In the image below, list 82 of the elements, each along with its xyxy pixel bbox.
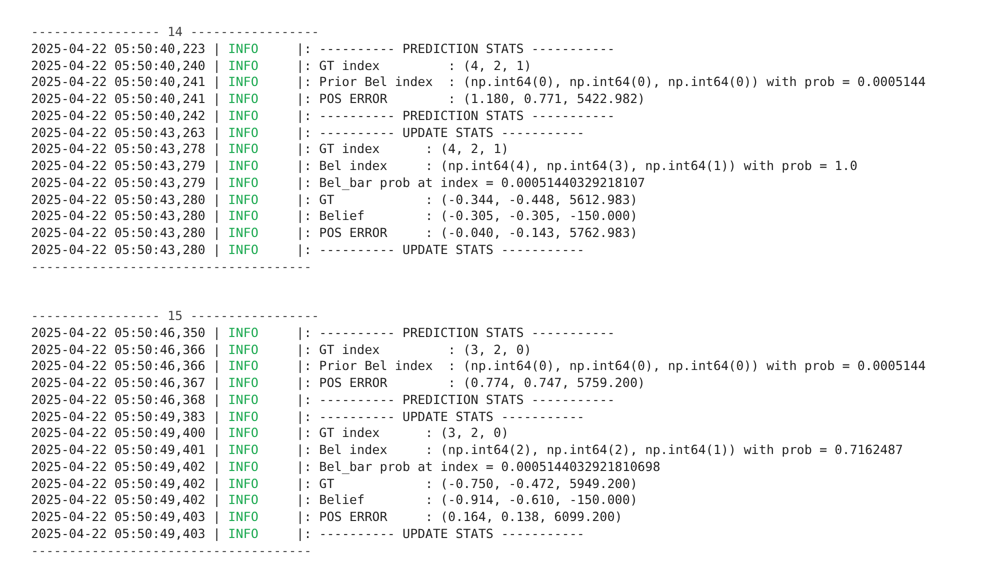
log-timestamp: 2025-04-22 05:50:49,402 |: [31, 458, 222, 476]
log-level: INFO: [228, 442, 260, 459]
log-level: INFO: [228, 458, 260, 476]
log-level: INFO: [228, 242, 260, 258]
section-heading: ----------------- 15 -----------------: [31, 308, 320, 325]
log-level: INFO: [228, 192, 260, 208]
log-timestamp: 2025-04-22 05:50:43,279 |: [31, 174, 222, 192]
log-level: INFO: [228, 509, 260, 526]
log-message: |: Bel index : (np.int64(4), np.int64(3), np.int64(1)) with prob = 1.0: [296, 158, 858, 175]
log-message: |: Bel_bar prob at index = 0.00051440329218107: [296, 174, 646, 192]
log-timestamp: 2025-04-22 05:50:40,223 |: [31, 40, 222, 58]
log-level: INFO: [228, 408, 260, 426]
section-heading: ----------------- 14 -----------------: [31, 24, 320, 41]
log-level: INFO: [228, 174, 260, 192]
log-message: |: POS ERROR : (0.774, 0.747, 5759.200): [296, 375, 646, 392]
log-level: INFO: [228, 225, 260, 242]
log-timestamp: 2025-04-22 05:50:43,278 |: [31, 141, 222, 158]
log-message: |: ---------- PREDICTION STATS -----------: [296, 392, 616, 408]
section-divider: -------------------------------------: [31, 258, 313, 276]
log-timestamp: 2025-04-22 05:50:49,403 |: [31, 526, 222, 542]
log-timestamp: 2025-04-22 05:50:40,242 |: [31, 108, 222, 124]
log-timestamp: 2025-04-22 05:50:49,402 |: [31, 492, 222, 509]
log-message: |: GT index : (4, 2, 1): [296, 141, 510, 158]
log-level: INFO: [228, 158, 260, 175]
log-timestamp: 2025-04-22 05:50:43,263 |: [31, 124, 222, 142]
log-timestamp: 2025-04-22 05:50:43,280 |: [31, 192, 222, 208]
log-level: INFO: [228, 124, 260, 142]
log-message: |: ---------- UPDATE STATS -----------: [296, 124, 586, 142]
log-timestamp: 2025-04-22 05:50:49,383 |: [31, 408, 222, 426]
log-timestamp: 2025-04-22 05:50:46,367 |: [31, 375, 222, 392]
log-message: |: POS ERROR : (0.164, 0.138, 6099.200): [296, 509, 624, 526]
log-level: INFO: [228, 526, 260, 542]
log-message: |: Belief : (-0.305, -0.305, -150.000): [296, 208, 639, 225]
log-timestamp: 2025-04-22 05:50:43,280 |: [31, 208, 222, 225]
log-message: |: GT : (-0.344, -0.448, 5612.983): [296, 192, 639, 208]
log-level: INFO: [228, 108, 260, 124]
log-level: INFO: [228, 492, 260, 509]
log-message: |: ---------- PREDICTION STATS -----------: [296, 40, 616, 58]
log-message: |: POS ERROR : (1.180, 0.771, 5422.982): [296, 91, 646, 108]
log-level: INFO: [228, 375, 260, 392]
log-level: INFO: [228, 476, 260, 492]
log-message: |: Prior Bel index : (np.int64(0), np.int64(0), np.int64(0)) with prob = 0.0005144: [296, 74, 926, 91]
log-timestamp: 2025-04-22 05:50:40,241 |: [31, 91, 222, 108]
log-timestamp: 2025-04-22 05:50:49,403 |: [31, 509, 222, 526]
log-timestamp: 2025-04-22 05:50:49,402 |: [31, 476, 222, 492]
log-timestamp: 2025-04-22 05:50:43,280 |: [31, 225, 222, 242]
log-message: |: GT index : (3, 2, 0): [296, 425, 510, 442]
log-message: |: ---------- UPDATE STATS -----------: [296, 526, 586, 542]
log-timestamp: 2025-04-22 05:50:49,401 |: [31, 442, 222, 459]
log-message: |: Bel index : (np.int64(2), np.int64(2), np.int64(1)) with prob = 0.7162487: [296, 442, 904, 459]
log-timestamp: 2025-04-22 05:50:46,366 |: [31, 342, 222, 358]
log-level: INFO: [228, 392, 260, 408]
log-message: |: Bel_bar prob at index = 0.0005144032921810698: [296, 458, 662, 476]
log-timestamp: 2025-04-22 05:50:40,240 |: [31, 58, 222, 74]
log-message: |: GT : (-0.750, -0.472, 5949.200): [296, 476, 639, 492]
log-level: INFO: [228, 141, 260, 158]
log-timestamp: 2025-04-22 05:50:46,350 |: [31, 324, 222, 342]
log-message: |: ---------- UPDATE STATS -----------: [296, 408, 586, 426]
log-timestamp: 2025-04-22 05:50:46,368 |: [31, 392, 222, 408]
log-timestamp: 2025-04-22 05:50:40,241 |: [31, 74, 222, 91]
log-timestamp: 2025-04-22 05:50:46,366 |: [31, 358, 222, 375]
log-level: INFO: [228, 358, 260, 375]
log-timestamp: 2025-04-22 05:50:43,280 |: [31, 242, 222, 258]
log-message: |: Belief : (-0.914, -0.610, -150.000): [296, 492, 639, 509]
log-level: INFO: [228, 74, 260, 91]
log-level: INFO: [228, 91, 260, 108]
log-level: INFO: [228, 425, 260, 442]
log-level: INFO: [228, 208, 260, 225]
section-divider: -------------------------------------: [31, 542, 313, 560]
log-message: |: POS ERROR : (-0.040, -0.143, 5762.983): [296, 225, 639, 242]
log-level: INFO: [228, 342, 260, 358]
log-message: |: ---------- PREDICTION STATS -----------: [296, 108, 616, 124]
log-message: |: GT index : (3, 2, 0): [296, 342, 532, 358]
log-message: |: GT index : (4, 2, 1): [296, 58, 532, 74]
log-message: |: ---------- UPDATE STATS -----------: [296, 242, 586, 258]
log-level: INFO: [228, 324, 260, 342]
log-message: |: Prior Bel index : (np.int64(0), np.int64(0), np.int64(0)) with prob = 0.0005144: [296, 358, 926, 375]
log-message: |: ---------- PREDICTION STATS -----------: [296, 324, 616, 342]
log-level: INFO: [228, 58, 260, 74]
log-timestamp: 2025-04-22 05:50:43,279 |: [31, 158, 222, 175]
log-level: INFO: [228, 40, 260, 58]
log-timestamp: 2025-04-22 05:50:49,400 |: [31, 425, 222, 442]
